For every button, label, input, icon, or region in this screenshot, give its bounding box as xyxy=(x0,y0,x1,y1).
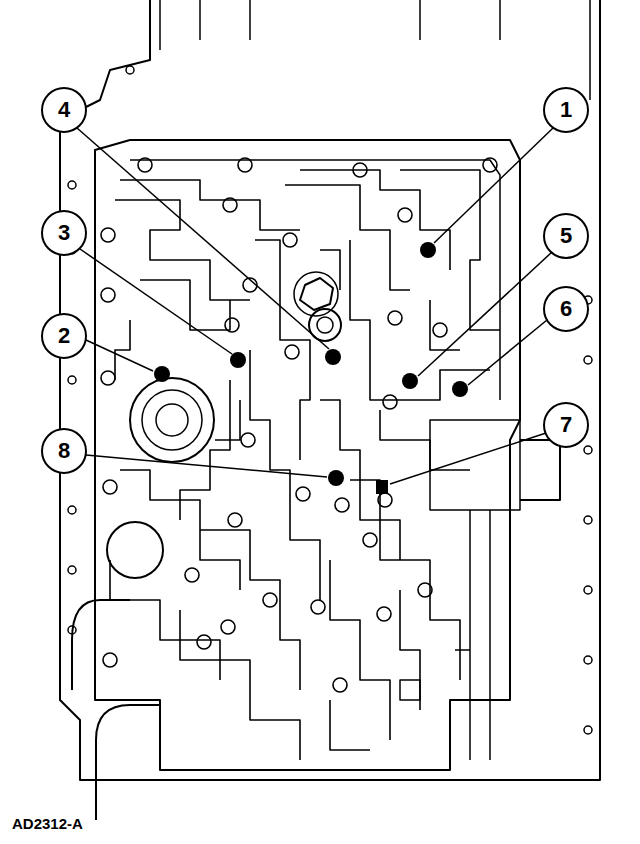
leader-line xyxy=(77,128,553,484)
bore xyxy=(107,522,163,578)
callout-number: 6 xyxy=(560,298,572,320)
callout-number: 2 xyxy=(58,325,70,347)
case-rib xyxy=(160,0,590,100)
plate-edge xyxy=(130,160,500,400)
connector xyxy=(400,680,420,700)
callout-number: 4 xyxy=(58,99,70,121)
callout-circle xyxy=(42,88,588,473)
figure-code: AD2312-A xyxy=(12,816,83,831)
accumulator-bore xyxy=(156,404,188,436)
bolt-head xyxy=(300,278,333,310)
callout-number: 3 xyxy=(58,222,70,244)
solenoid-connector xyxy=(520,440,560,500)
case-outline xyxy=(60,0,600,780)
pan-rail xyxy=(96,705,160,820)
case-hole xyxy=(68,66,592,734)
check-ball xyxy=(154,242,468,494)
callout-number: 8 xyxy=(58,440,70,462)
solenoid-body xyxy=(430,420,520,510)
valve-body-plate xyxy=(95,140,520,770)
callout-number: 1 xyxy=(560,99,572,121)
accumulator-bore xyxy=(142,390,202,450)
bolt-hole xyxy=(101,158,497,692)
wire-harness xyxy=(455,510,490,760)
callout-number: 7 xyxy=(560,414,572,436)
bolt-boss xyxy=(317,317,333,333)
pan-rail xyxy=(72,600,130,690)
callout-number: 5 xyxy=(560,225,572,247)
accumulator-bore xyxy=(130,378,214,462)
fluid-channels xyxy=(110,170,500,760)
